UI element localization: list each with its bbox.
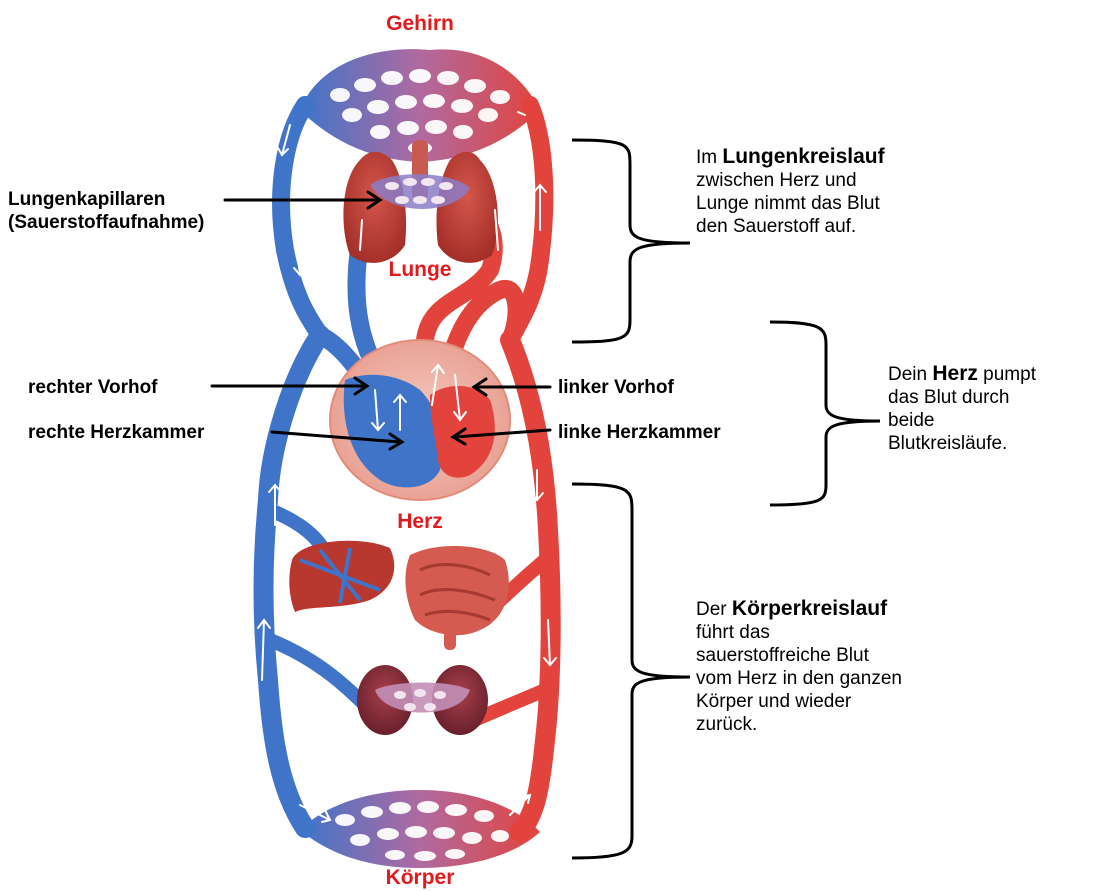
heart [330, 340, 510, 500]
desc-herz: Dein Herz pumpt das Blut durch beide Blu… [888, 362, 1098, 455]
desc-lungenkreislauf-line: den Sauerstoff auf. [696, 215, 956, 238]
desc-herz-line: beide [888, 409, 1098, 432]
desc-herz-bold: Herz [932, 362, 978, 385]
bracket-koerperkreislauf [572, 484, 690, 858]
desc-lungenkreislauf: Im Lungenkreislauf zwischen Herz und Lun… [696, 145, 956, 238]
desc-herz-line: Blutkreisläufe. [888, 432, 1098, 455]
desc-koerperkreislauf-line: Körper und wieder [696, 690, 976, 713]
brackets [572, 140, 880, 858]
bracket-herz [770, 322, 880, 505]
label-lungenkapillaren-line1: Lungenkapillaren [8, 188, 204, 211]
desc-koerperkreislauf-bold: Körperkreislauf [732, 597, 887, 620]
desc-herz-pre: Dein [888, 364, 932, 385]
label-lungenkapillaren: Lungenkapillaren (Sauerstoffaufnahme) [8, 188, 204, 234]
desc-lungenkreislauf-line: zwischen Herz und [696, 169, 956, 192]
kidneys [357, 665, 488, 735]
desc-lungenkreislauf-pre: Im [696, 147, 722, 168]
desc-herz-line: das Blut durch [888, 386, 1098, 409]
body-capillaries [300, 790, 540, 868]
label-rechte-herzkammer: rechte Herzkammer [28, 421, 204, 444]
label-lungenkapillaren-line2: (Sauerstoffaufnahme) [8, 211, 204, 234]
desc-koerperkreislauf-pre: Der [696, 599, 732, 620]
label-linker-vorhof: linker Vorhof [558, 376, 674, 399]
label-rechter-vorhof: rechter Vorhof [28, 376, 158, 399]
desc-herz-post: pumpt [978, 364, 1036, 385]
desc-koerperkreislauf-line: führt das [696, 621, 976, 644]
label-herz: Herz [320, 510, 520, 533]
desc-koerperkreislauf-line: sauerstoffreiche Blut [696, 644, 976, 667]
desc-koerperkreislauf: Der Körperkreislauf führt das sauerstoff… [696, 597, 976, 736]
desc-koerperkreislauf-line: vom Herz in den ganzen [696, 667, 976, 690]
desc-lungenkreislauf-bold: Lungenkreislauf [722, 145, 884, 168]
desc-koerperkreislauf-line: zurück. [696, 713, 976, 736]
liver-and-intestines [289, 541, 509, 650]
label-lunge: Lunge [320, 258, 520, 281]
label-gehirn: Gehirn [320, 12, 520, 35]
desc-lungenkreislauf-line: Lunge nimmt das Blut [696, 192, 956, 215]
bracket-lungenkreislauf [572, 140, 690, 342]
label-linke-herzkammer: linke Herzkammer [558, 421, 721, 444]
label-koerper: Körper [320, 866, 520, 889]
